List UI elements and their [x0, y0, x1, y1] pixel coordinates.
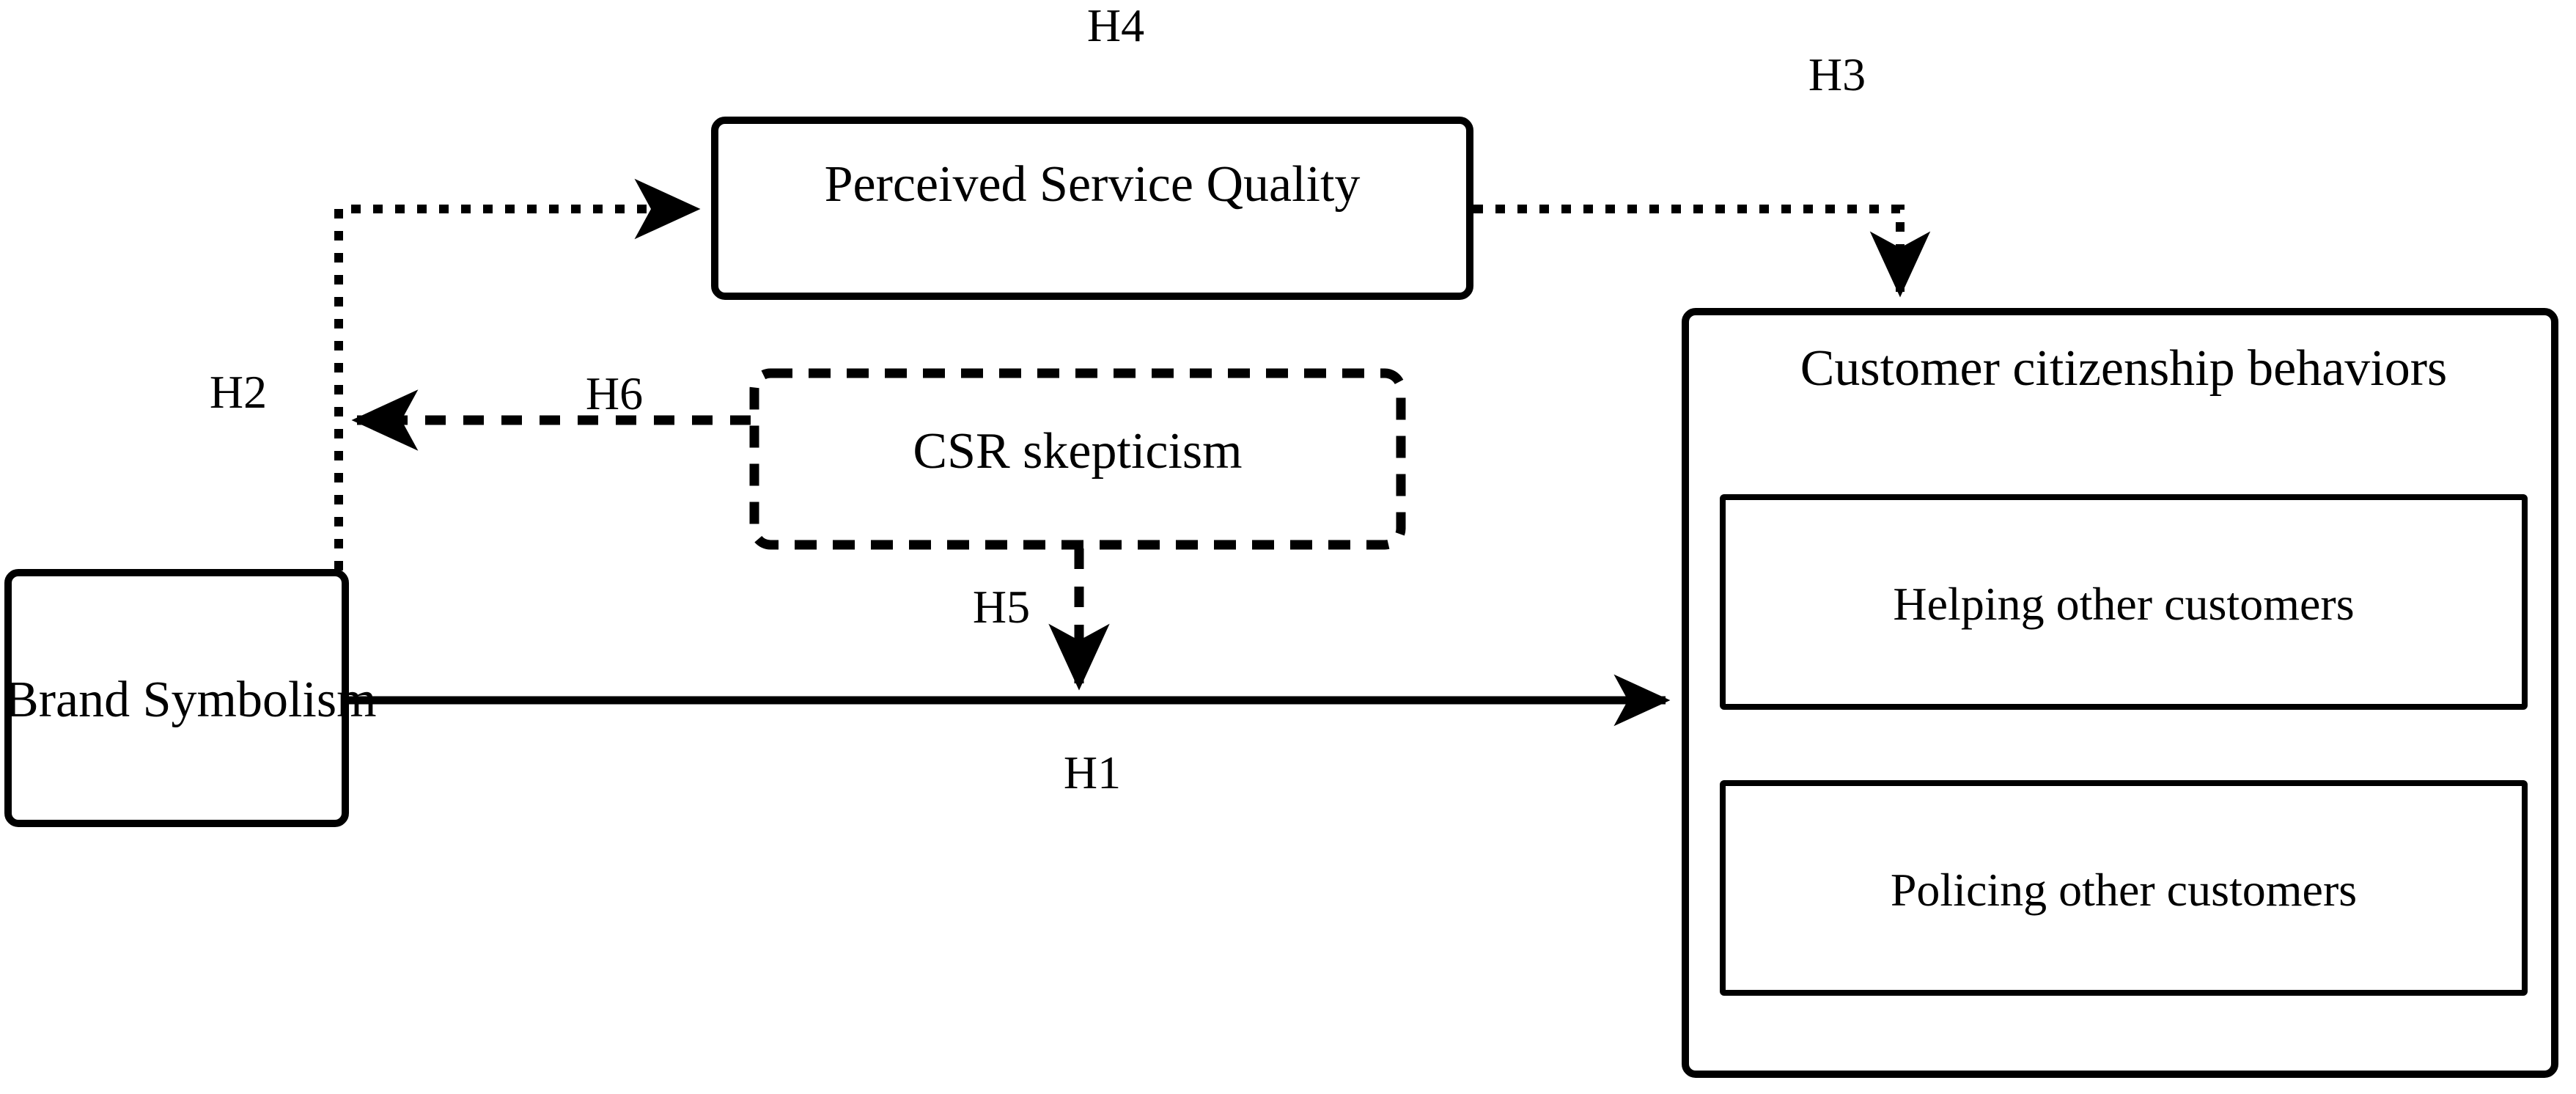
- node-helping-other-customers-box[interactable]: [1720, 494, 2528, 710]
- node-perceived-service-quality-box[interactable]: [711, 117, 1473, 300]
- connector-h3: [1473, 205, 1931, 298]
- hypothesis-label-h6: H6: [585, 367, 644, 419]
- node-brand-symbolism-box[interactable]: [4, 569, 349, 827]
- hypothesis-label-h5: H5: [972, 581, 1031, 633]
- hypothesis-label-h3: H3: [1808, 48, 1866, 100]
- connector-h2: [334, 178, 701, 570]
- node-policing-other-customers-box[interactable]: [1720, 780, 2528, 996]
- hypothesis-label-h1: H1: [1063, 746, 1122, 799]
- hypothesis-label-h2: H2: [209, 366, 268, 418]
- node-csr-skepticism-box[interactable]: [749, 368, 1406, 550]
- hypothesis-label-h4: H4: [1086, 0, 1145, 51]
